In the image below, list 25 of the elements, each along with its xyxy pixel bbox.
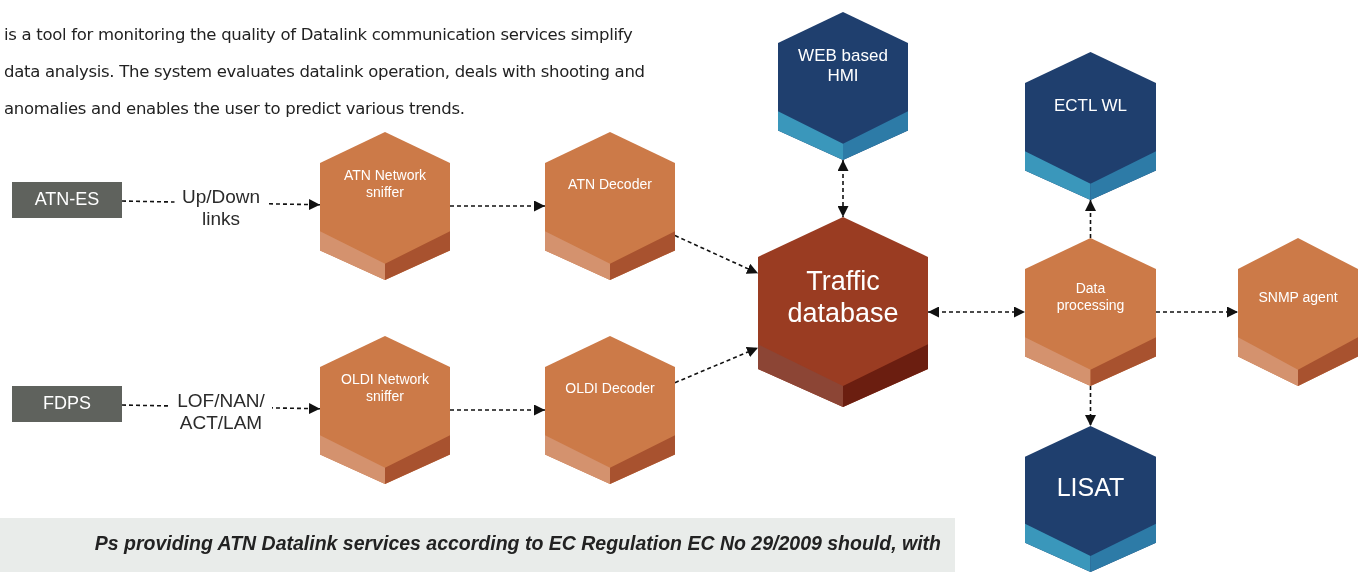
arrow: [449, 404, 546, 416]
node-label: Data processing: [1055, 280, 1126, 314]
node-label: ATN Network sniffer: [342, 167, 428, 201]
node-label: Traffic database: [786, 264, 900, 330]
arrow: [674, 234, 759, 275]
system-box: [12, 182, 122, 218]
arrow: [927, 306, 1026, 318]
note-text: Ps providing ATN Datalink services according to EC Regulation EC No 29/2009 should, with: [0, 518, 955, 572]
node-label: ATN-ES: [34, 189, 100, 211]
node-label: ATN Decoder: [568, 175, 652, 193]
system-box: [12, 386, 122, 422]
node-label: ECTL WL: [1053, 95, 1127, 117]
node-label: WEB based HMI: [797, 45, 889, 87]
arrow: [837, 159, 849, 218]
node-label: SNMP agent: [1258, 288, 1338, 306]
node-label: LISAT: [1056, 472, 1125, 502]
arrow: [1085, 385, 1096, 427]
node-label: OLDI Decoder: [565, 379, 655, 397]
node-label: OLDI Network sniffer: [340, 371, 430, 405]
node-label: FDPS: [43, 393, 91, 415]
arrow: [1155, 306, 1239, 318]
description-paragraph: is a tool for monitoring the quality of Datalink communication services simplify data analysis. The system evaluates datalink operation, deals with shooting and anomalies and enables the user to predict various trends.: [4, 24, 646, 120]
arrow: [449, 200, 546, 212]
arrow: [1085, 199, 1096, 239]
arrow: [674, 346, 759, 384]
